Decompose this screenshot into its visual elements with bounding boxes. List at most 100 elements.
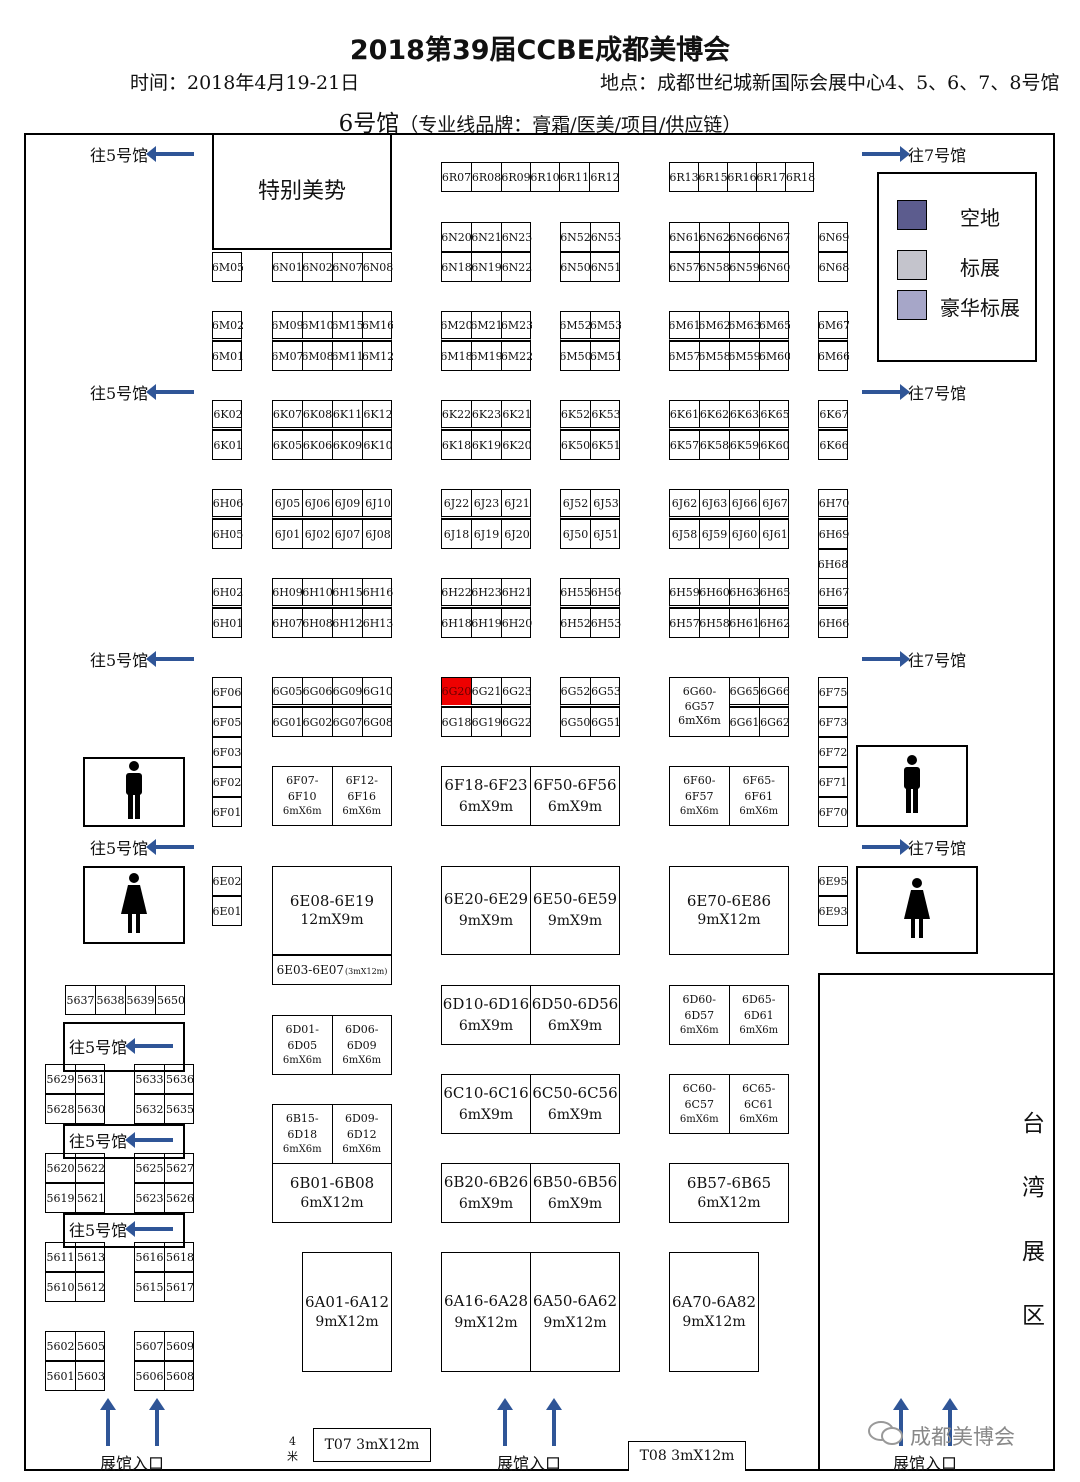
booth[interactable]: 6R07 [442, 163, 472, 192]
booth[interactable]: 6G62 [760, 716, 790, 729]
booth[interactable]: 6R10 [531, 163, 560, 192]
booth[interactable]: 6M05 [213, 261, 243, 274]
booth[interactable]: 6K50 [561, 431, 591, 460]
booth[interactable]: 6J02 [303, 520, 333, 549]
booth[interactable]: 6N02 [303, 253, 333, 282]
booth[interactable]: 6M57 [670, 342, 700, 371]
nav-to-hall-5[interactable]: 往5号馆 [90, 380, 195, 404]
booth[interactable]: 6G21 [472, 678, 502, 705]
booth[interactable]: 6G50 [561, 708, 591, 737]
booth[interactable]: 6K67 [819, 408, 849, 421]
booth[interactable]: 6J20 [504, 528, 530, 541]
booth[interactable]: 6E01 [213, 904, 241, 918]
booth[interactable]: 6H18 [442, 609, 472, 638]
booth[interactable]: 6J23 [472, 490, 502, 517]
booth[interactable]: 6K51 [591, 439, 621, 452]
booth[interactable]: 6J07 [333, 520, 363, 549]
booth[interactable]: 6G65 [730, 678, 760, 705]
booth[interactable]: 6H63 [730, 579, 760, 606]
booth[interactable]: 6H52 [561, 609, 591, 638]
booth[interactable]: 6M67 [819, 319, 849, 332]
booth[interactable]: 6G53 [591, 685, 621, 698]
nav-to-hall-7[interactable]: 往7号馆 [862, 142, 966, 166]
booth[interactable]: 6F75 [819, 685, 847, 699]
booth[interactable]: 6M19 [472, 342, 502, 371]
booth[interactable]: 5601 [46, 1362, 76, 1390]
booth[interactable]: 6H09 [273, 579, 303, 606]
booth[interactable]: 5611 [46, 1243, 76, 1271]
booth[interactable]: 6M61 [670, 312, 700, 339]
booth[interactable]: 5607 [135, 1332, 165, 1360]
booth[interactable]: 6M21 [472, 312, 502, 339]
booth[interactable]: 6G10 [363, 685, 393, 698]
booth[interactable]: 6N52 [561, 223, 591, 252]
booth[interactable]: 6N07 [333, 253, 363, 282]
booth[interactable]: 5625 [135, 1154, 165, 1182]
booth[interactable]: 5612 [77, 1280, 105, 1294]
booth[interactable]: 6K66 [819, 439, 849, 452]
booth[interactable]: 6K62 [700, 401, 730, 428]
booth[interactable]: 6M18 [442, 342, 472, 371]
booth[interactable]: 6J01 [273, 520, 303, 549]
booth[interactable]: 6G05 [273, 678, 303, 705]
booth[interactable]: 5633 [135, 1065, 165, 1093]
booth[interactable]: 6K06 [303, 431, 333, 460]
nav-to-hall-7[interactable]: 往7号馆 [862, 380, 966, 404]
booth[interactable]: 5606 [135, 1362, 165, 1390]
booth-t08[interactable]: T08 3mX12m [628, 1441, 746, 1471]
booth[interactable]: 6J51 [593, 528, 619, 541]
booth[interactable]: 6K07 [273, 401, 303, 428]
booth[interactable]: 6J61 [762, 528, 788, 541]
booth[interactable]: 6F03 [213, 745, 241, 759]
booth[interactable]: 5610 [46, 1273, 76, 1301]
booth[interactable]: 6G51 [591, 716, 621, 729]
booth[interactable]: 6H69 [819, 528, 849, 541]
booth[interactable]: 6J52 [561, 490, 591, 517]
booth[interactable]: 6R09 [502, 163, 531, 192]
booth[interactable]: 6M12 [363, 350, 393, 363]
booth[interactable]: 5609 [166, 1339, 194, 1353]
booth[interactable]: 5622 [77, 1161, 105, 1175]
booth[interactable]: 6M65 [760, 319, 790, 332]
booth[interactable]: 6G01 [273, 708, 303, 737]
booth[interactable]: 6N67 [760, 231, 790, 244]
booth[interactable]: 6N58 [700, 253, 730, 282]
booth[interactable]: 6G09 [333, 678, 363, 705]
booth[interactable]: 5617 [166, 1280, 194, 1294]
booth[interactable]: 5627 [166, 1161, 194, 1175]
booth[interactable]: 5638 [96, 986, 126, 1015]
booth[interactable]: 6N57 [670, 253, 700, 282]
booth[interactable]: 6G66 [760, 685, 790, 698]
booth[interactable]: 6G07 [333, 708, 363, 737]
booth[interactable]: 6H62 [760, 617, 790, 630]
booth[interactable]: 6K05 [273, 431, 303, 460]
booth[interactable]: 6R12 [590, 171, 620, 184]
booth[interactable]: 6H13 [363, 617, 393, 630]
booth[interactable]: 6H65 [760, 586, 790, 599]
booth[interactable]: 6K58 [700, 431, 730, 460]
booth[interactable]: 6H08 [303, 609, 333, 638]
booth[interactable]: 6K53 [591, 408, 621, 421]
booth[interactable]: 6G06 [303, 678, 333, 705]
nav-to-hall-7[interactable]: 往7号馆 [862, 647, 966, 671]
booth[interactable]: 6H12 [333, 609, 363, 638]
booth[interactable]: 6J67 [762, 497, 788, 510]
booth[interactable]: 6R18 [786, 171, 815, 184]
booth[interactable]: 6K19 [472, 431, 502, 460]
booth[interactable]: 6H61 [730, 609, 760, 638]
booth[interactable]: 6N68 [819, 261, 849, 274]
booth[interactable]: 6E02 [213, 874, 241, 888]
booth[interactable]: 6G19 [472, 708, 502, 737]
